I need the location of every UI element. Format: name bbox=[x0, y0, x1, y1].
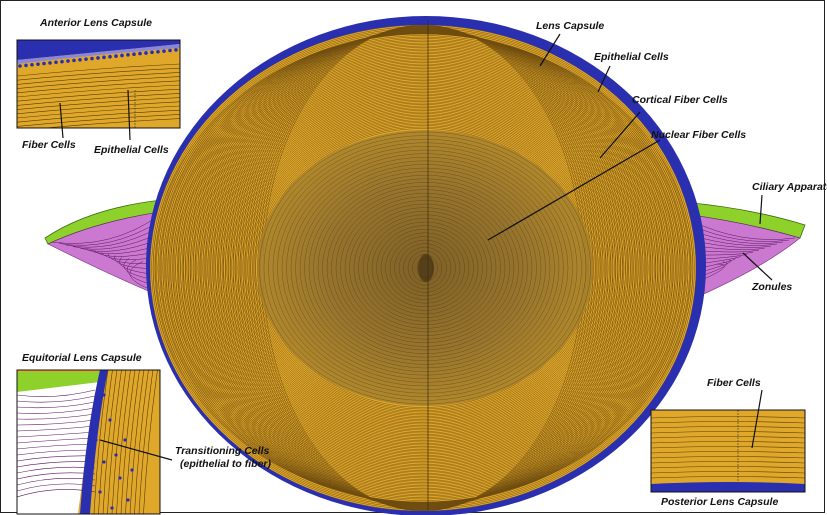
inset-equatorial bbox=[17, 370, 160, 514]
label-anterior-lens-capsule: Anterior Lens Capsule bbox=[39, 17, 152, 29]
label-transitioning-cells-2: (epithelial to fiber) bbox=[180, 458, 272, 470]
label-posterior-lens-capsule: Posterior Lens Capsule bbox=[661, 496, 778, 508]
label-epithelial-cells-tl: Epithelial Cells bbox=[94, 144, 169, 156]
leader-lines bbox=[59, 33, 773, 461]
label-ciliary-apparatus: Ciliary Apparatu bbox=[752, 181, 827, 193]
label-lens-capsule: Lens Capsule bbox=[536, 20, 604, 32]
label-equitorial-lens-capsule: Equitorial Lens Capsule bbox=[22, 352, 142, 364]
label-nuclear-fiber-cells: Nuclear Fiber Cells bbox=[651, 129, 746, 141]
label-cortical-fiber-cells: Cortical Fiber Cells bbox=[632, 94, 728, 106]
zonules-right bbox=[683, 213, 801, 301]
label-epithelial-cells: Epithelial Cells bbox=[594, 51, 669, 63]
inset-anterior bbox=[17, 40, 180, 128]
label-zonules: Zonules bbox=[751, 281, 792, 293]
label-fiber-cells-br: Fiber Cells bbox=[707, 377, 761, 389]
label-transitioning-cells-1: Transitioning Cells bbox=[175, 445, 269, 457]
label-fiber-cells-tl: Fiber Cells bbox=[22, 139, 76, 151]
inset-posterior bbox=[651, 410, 805, 492]
